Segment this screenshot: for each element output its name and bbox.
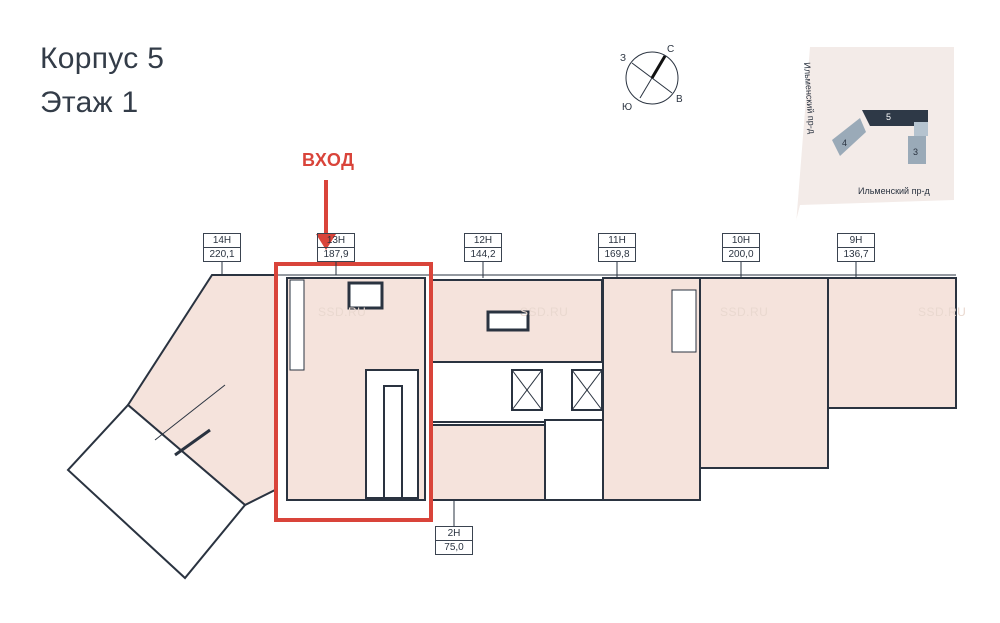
compass-needle-north <box>650 55 667 79</box>
compass-south: Ю <box>622 102 633 113</box>
minimap-label-3: 3 <box>913 147 919 157</box>
watermark: SSD.RU <box>720 305 769 319</box>
watermark: SSD.RU <box>318 305 367 319</box>
minimap-label-5: 5 <box>886 112 892 122</box>
watermark: SSD.RU <box>918 305 967 319</box>
entrance-highlight <box>274 262 433 522</box>
unit-14h-annex[interactable] <box>66 403 247 580</box>
unit-2h[interactable] <box>429 424 546 501</box>
compass-east: В <box>676 94 683 105</box>
minimap-label-4: 4 <box>842 138 848 148</box>
minimap <box>778 47 954 225</box>
compass <box>625 51 679 105</box>
minimap-building-5[interactable] <box>862 110 928 126</box>
floor-title: Этаж 1 <box>40 86 139 119</box>
minimap-building-4[interactable] <box>832 118 866 156</box>
minimap-street-horizontal: Ильменский пр-д <box>858 186 930 196</box>
shaft-13h <box>347 281 384 310</box>
building-title: Корпус 5 <box>40 42 165 75</box>
entrance-label: ВХОД <box>302 150 355 170</box>
compass-west: З <box>620 53 627 64</box>
minimap-building-3[interactable] <box>908 136 926 164</box>
watermark: SSD.RU <box>520 305 569 319</box>
floor-plan <box>66 274 957 580</box>
compass-north: С <box>667 44 675 55</box>
unit-9h[interactable] <box>827 277 957 409</box>
stair-13h <box>289 279 305 371</box>
entrance-arrow <box>316 180 336 250</box>
